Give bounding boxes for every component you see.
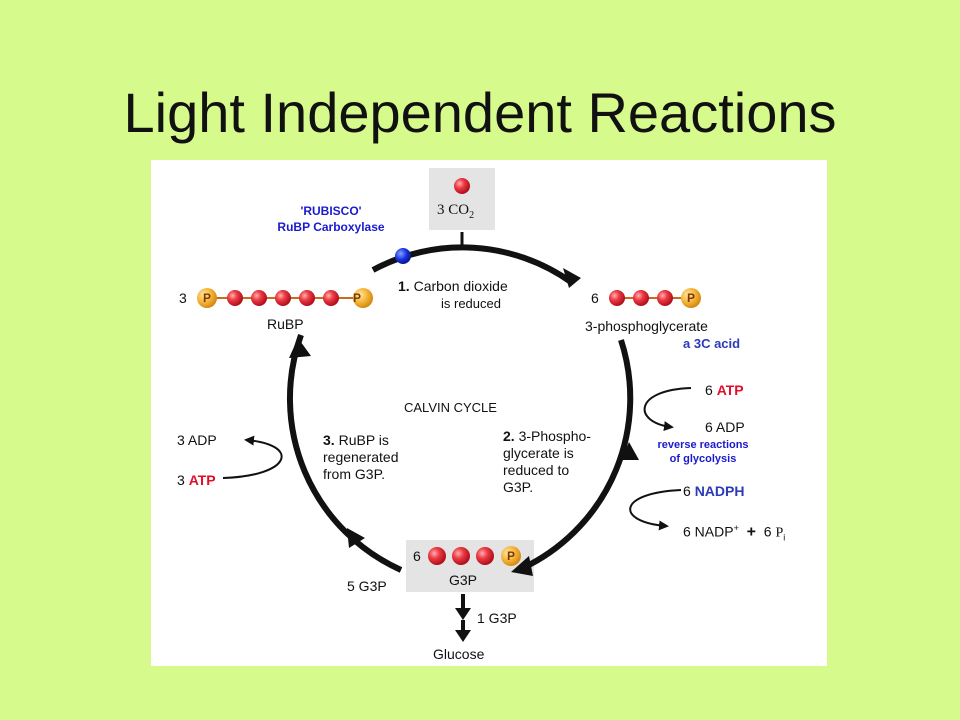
g3p-molecule bbox=[428, 546, 521, 566]
arrowhead-top bbox=[563, 268, 581, 288]
step2-number: 2. bbox=[503, 428, 515, 444]
phosphate-letter: P bbox=[202, 291, 211, 305]
pga-note: a 3C acid bbox=[683, 336, 741, 351]
step3-line3: from G3P. bbox=[323, 466, 385, 482]
rubp-count: 3 bbox=[179, 290, 187, 306]
g3p-count: 6 bbox=[413, 548, 421, 564]
step1-text: Carbon dioxide bbox=[413, 278, 508, 294]
calvin-cycle-graphic bbox=[197, 168, 701, 642]
glucose-arrowhead bbox=[455, 630, 471, 642]
step1-text-cont: is reduced bbox=[441, 296, 501, 311]
co2-formula: CO bbox=[448, 202, 470, 218]
adp-out: 6 ADP bbox=[705, 419, 745, 435]
atp-branch-arrow bbox=[643, 387, 692, 432]
g3p-phosphate bbox=[501, 546, 521, 566]
nadph-count: 6 bbox=[683, 483, 691, 499]
step2-label: 2. 3-Phospho- bbox=[503, 428, 591, 444]
slide-title: Light Independent Reactions bbox=[123, 81, 837, 144]
step2-text: 3-Phospho- bbox=[518, 428, 591, 444]
co2-carbon bbox=[454, 178, 470, 194]
step2-line4: G3P. bbox=[503, 479, 534, 495]
step2-line3: reduced to bbox=[503, 462, 570, 478]
nadph-branch-arrow bbox=[629, 489, 682, 531]
arrowhead-right-mid bbox=[621, 442, 639, 460]
adp-left: 3 ADP bbox=[177, 432, 217, 448]
pga-molecule bbox=[609, 288, 701, 308]
step1-number: 1. bbox=[398, 278, 410, 294]
step3-text: RuBP is bbox=[338, 432, 389, 448]
glucose-label: Glucose bbox=[433, 646, 485, 662]
phosphate-letter: P bbox=[686, 291, 695, 305]
rubp-phosphate-right bbox=[353, 288, 373, 308]
nadp-label: 6 NADP bbox=[683, 523, 734, 540]
cycle-label: CALVIN CYCLE bbox=[404, 400, 497, 415]
g3p-output: 1 G3P bbox=[477, 610, 517, 626]
pi-subscript: i bbox=[783, 532, 786, 543]
nadp-superscript: + bbox=[733, 523, 739, 533]
rubisco-enzyme-dot bbox=[395, 248, 411, 264]
g3p-recycled: 5 G3P bbox=[347, 578, 387, 594]
rubisco-label: 'RUBISCO' bbox=[300, 204, 362, 218]
left-atp-branch-arrow bbox=[222, 435, 283, 479]
pga-label: 3-phosphoglycerate bbox=[585, 318, 708, 334]
glycolysis-label: of glycolysis bbox=[669, 453, 737, 465]
reverse-reactions-label: reverse reactions bbox=[657, 439, 749, 451]
atp-in-label: ATP bbox=[716, 382, 744, 398]
g3p-out-arrowhead bbox=[455, 608, 471, 620]
co2-count: 3 bbox=[437, 202, 445, 218]
arrowhead-bottom bbox=[511, 556, 533, 576]
pga-count: 6 bbox=[591, 290, 599, 306]
nadph-in: 6 NADPH bbox=[683, 483, 744, 499]
atp-left-count: 3 bbox=[177, 472, 185, 488]
co2-label: 3 CO2 bbox=[437, 202, 474, 224]
calvin-cycle-diagram: P P P P 3 CO2 'RUBISCO' RuBP Carboxylase… bbox=[151, 160, 827, 666]
step1-label: 1. Carbon dioxide bbox=[398, 278, 508, 294]
nadp-out: 6 NADP+ + 6 Pi bbox=[683, 520, 785, 545]
co2-subscript: 2 bbox=[469, 210, 475, 221]
arrowhead-left-lower bbox=[347, 528, 365, 548]
g3p-label: G3P bbox=[449, 572, 478, 588]
phosphate-letter: P bbox=[506, 549, 515, 563]
arc-right bbox=[527, 339, 634, 568]
atp-in-count: 6 bbox=[705, 382, 713, 398]
atp-left-label: ATP bbox=[188, 472, 216, 488]
rubp-phosphate-left bbox=[197, 288, 217, 308]
rubisco-enzyme-name: RuBP Carboxylase bbox=[277, 220, 385, 234]
atp-left: 3 ATP bbox=[177, 472, 216, 488]
rubp-label: RuBP bbox=[267, 316, 304, 332]
step3-number: 3. bbox=[323, 432, 335, 448]
phosphate-letter: P bbox=[352, 291, 361, 305]
rubp-molecule bbox=[197, 288, 373, 308]
atp-in: 6 ATP bbox=[705, 382, 744, 398]
pi-count: 6 bbox=[763, 523, 772, 540]
step2-line2: glycerate is bbox=[503, 445, 574, 461]
arrowhead-left bbox=[289, 338, 311, 358]
plus-sign: + bbox=[746, 523, 756, 541]
nadph-label: NADPH bbox=[694, 483, 745, 499]
pga-phosphate bbox=[681, 288, 701, 308]
step3-label: 3. RuBP is bbox=[323, 432, 389, 448]
step3-line2: regenerated bbox=[323, 449, 399, 465]
arc-left bbox=[286, 333, 403, 573]
pi-label: P bbox=[775, 525, 784, 541]
